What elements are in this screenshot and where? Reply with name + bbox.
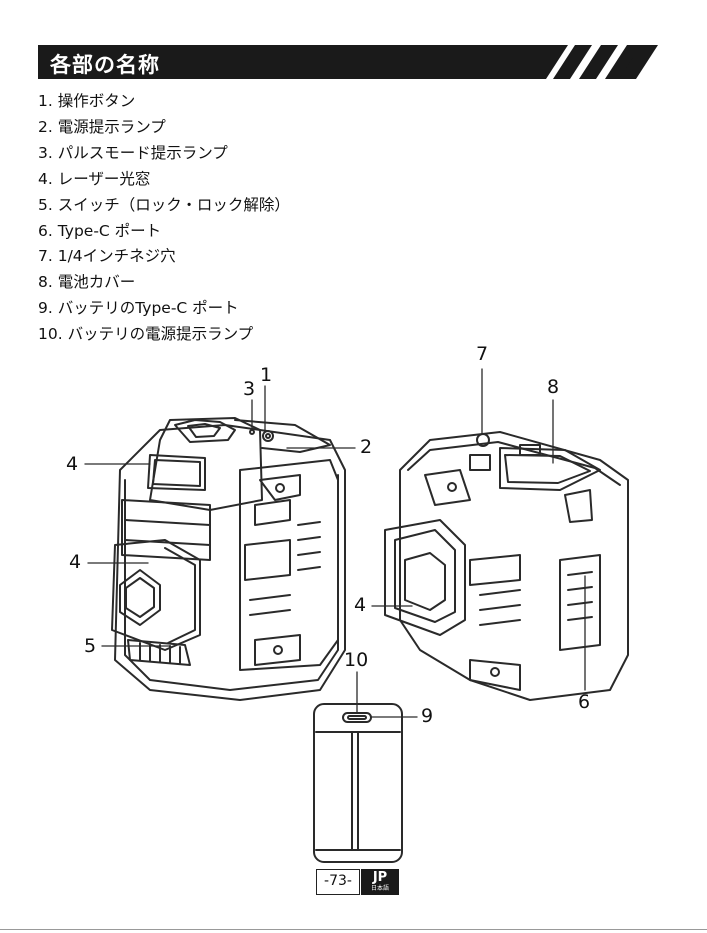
- callout-label: 4: [354, 596, 366, 615]
- callout-label: 5: [84, 637, 96, 656]
- page-number: -73-: [316, 869, 360, 895]
- laser-level-rear-view: [385, 432, 628, 700]
- language-name: 日本語: [361, 885, 399, 893]
- callout-label: 4: [66, 455, 78, 474]
- language-code: JP: [361, 869, 399, 885]
- callout-label: 1: [260, 366, 272, 385]
- bottom-divider: [0, 929, 707, 930]
- laser-level-front-view: [112, 418, 345, 700]
- callout-label: 6: [578, 693, 590, 712]
- callout-label: 4: [69, 553, 81, 572]
- callout-label: 2: [360, 438, 372, 457]
- battery-illustration: [314, 704, 402, 862]
- callout-label: 9: [421, 707, 433, 726]
- callout-label: 7: [476, 345, 488, 364]
- language-badge: JP 日本語: [361, 869, 399, 895]
- callout-label: 8: [547, 378, 559, 397]
- callout-label: 10: [344, 651, 368, 670]
- callout-label: 3: [243, 380, 255, 399]
